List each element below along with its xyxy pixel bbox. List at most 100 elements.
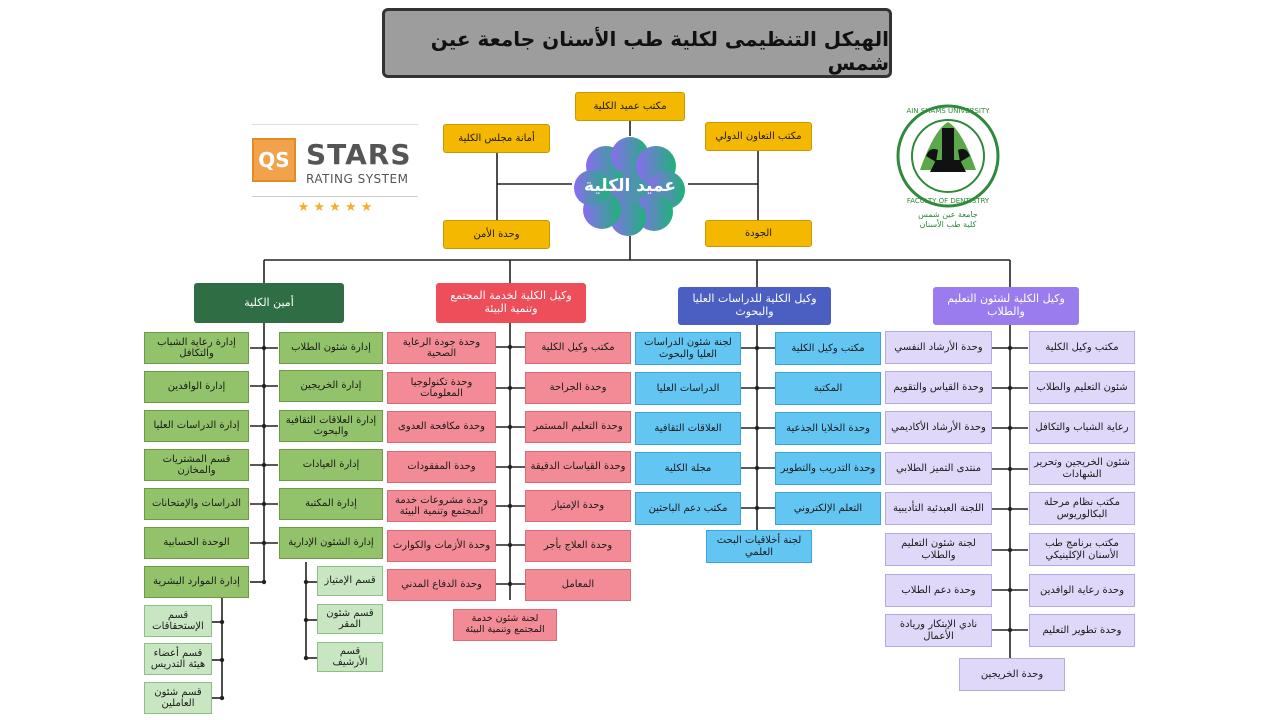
dean-node: عميد الكلية [572, 136, 688, 236]
junction-dot [219, 657, 225, 663]
education-right-box-3: رعاية الشباب والتكافل [1029, 411, 1135, 444]
community-left-box-2: وحدة تكنولوجيا المعلومات [387, 372, 496, 404]
secretary-outer-box-7: إدارة الموارد البشرية [144, 566, 249, 598]
secretary-outer-box-2: إدارة الوافدين [144, 371, 249, 403]
community-right-box-5: وحدة الإمتياز [525, 490, 631, 522]
junction-dot [507, 464, 513, 470]
junction-dot [261, 540, 267, 546]
junction-dot [754, 345, 760, 351]
community-right-box-2: وحدة الجراحة [525, 372, 631, 404]
junction-dot [754, 425, 760, 431]
graduate-left-box-3: العلاقات الثقافية [635, 412, 741, 445]
junction-dot [1007, 547, 1013, 553]
graduate-header: وكيل الكلية للدراسات العليا والبحوث [678, 287, 831, 325]
faculty-of-dentistry-logo: AIN SHAMS UNIVERSITY FACULTY OF DENTISTR… [896, 104, 1000, 229]
secretary-outer-box-3: إدارة الدراسات العليا [144, 410, 249, 442]
secretary-outer-box-1: إدارة رعاية الشباب والتكافل [144, 332, 249, 364]
qs-star-row: ★ ★ ★ ★ ★ [252, 196, 418, 217]
secretary-outer-box-6: الوحدة الحسابية [144, 527, 249, 559]
community-committee-box: لجنة شئون خدمة المجتمع وتنمية البيئة [453, 609, 557, 641]
community-left-box-1: وحدة جودة الرعاية الصحية [387, 332, 496, 364]
education-left-box-1: وحدة الأرشاد النفسي [885, 331, 992, 364]
admin-sub-box-3: قسم الأرشيف [317, 642, 383, 672]
qs-stars-logo: QS STARS RATING SYSTEM ★ ★ ★ ★ ★ [252, 124, 418, 216]
secretary-header: أمين الكلية [194, 283, 344, 323]
education-left-box-5: اللجنة العبدئية التأديبية [885, 492, 992, 525]
junction-dot [507, 503, 513, 509]
education-right-box-4: شئون الخريجين وتحرير الشهادات [1029, 452, 1135, 485]
education-left-box-2: وحدة القياس والتقويم [885, 371, 992, 404]
junction-dot [1007, 587, 1013, 593]
junction-dot [303, 655, 309, 661]
community-left-box-6: وحدة الأزمات والكوارث [387, 530, 496, 562]
community-right-box-3: وحدة التعليم المستمر [525, 411, 631, 443]
junction-dot [261, 383, 267, 389]
intl-cooperation-box: مكتب التعاون الدولي [705, 122, 812, 151]
admin-sub-box-2: قسم شئون المقر [317, 604, 383, 634]
secretary-inner-box-1: إدارة شئون الطلاب [279, 332, 383, 364]
community-header: وكيل الكلية لخدمة المجتمع وتنمية البيئة [436, 283, 586, 323]
education-left-box-6: لجنة شئون التعليم والطلاب [885, 533, 992, 566]
education-right-box-7: وحدة رعاية الوافدين [1029, 574, 1135, 607]
graduates-unit-box: وحدة الخريجين [959, 658, 1065, 691]
junction-dot [754, 385, 760, 391]
chart-title: الهيكل التنظيمى لكلية طب الأسنان جامعة ع… [382, 8, 892, 78]
qs-wordmark: STARS [306, 138, 412, 171]
junction-dot [303, 579, 309, 585]
junction-dot [1007, 466, 1013, 472]
graduate-right-box-2: المكتبة [775, 372, 881, 405]
logo-arc-bottom: FACULTY OF DENTISTRY [907, 197, 990, 205]
education-right-box-1: مكتب وكيل الكلية [1029, 331, 1135, 364]
hr-sub-box-2: قسم أعضاء هيئة التدريس [144, 643, 212, 675]
logo-arabic-line2: كلية طب الأسنان [920, 219, 977, 229]
junction-dot [261, 501, 267, 507]
junction-dot [1007, 425, 1013, 431]
hr-sub-box-1: قسم الإستحقاقات [144, 605, 212, 637]
dean-cloud-shape [574, 137, 685, 236]
admin-sub-box-1: قسم الإمتياز [317, 566, 383, 596]
graduate-right-box-4: وحدة التدريب والتطوير [775, 452, 881, 485]
junction-dot [219, 619, 225, 625]
community-left-box-4: وحدة المفقودات [387, 451, 496, 483]
education-left-box-8: نادي الإبتكار وريادة الأعمال [885, 614, 992, 647]
dean-office-box: مكتب عميد الكلية [575, 92, 685, 121]
junction-dot [261, 579, 267, 585]
junction-dot [1007, 385, 1013, 391]
community-right-box-6: وحدة العلاج بأجر [525, 530, 631, 562]
junction-dot [1007, 345, 1013, 351]
graduate-left-box-4: مجلة الكلية [635, 452, 741, 485]
junction-dot [754, 505, 760, 511]
junction-dot [507, 581, 513, 587]
junction-dot [1007, 506, 1013, 512]
junction-dot [507, 424, 513, 430]
education-right-box-5: مكتب نظام مرحلة البكالوريوس [1029, 492, 1135, 525]
community-left-box-7: وحدة الدفاع المدني [387, 569, 496, 601]
junction-dot [261, 423, 267, 429]
security-unit-box: وحدة الأمن [443, 220, 550, 249]
council-secretariat-box: أمانة مجلس الكلية [443, 124, 550, 153]
qs-tagline: RATING SYSTEM [306, 172, 409, 186]
community-right-box-1: مكتب وكيل الكلية [525, 332, 631, 364]
junction-dot [507, 344, 513, 350]
community-right-box-7: المعامل [525, 569, 631, 601]
qs-mark: QS [252, 138, 296, 182]
junction-dot [219, 695, 225, 701]
research-ethics-committee-box: لجنة أخلاقيات البحث العلمي [706, 530, 812, 563]
junction-dot [261, 462, 267, 468]
graduate-left-box-1: لجنة شئون الدراسات العليا والبحوث [635, 332, 741, 365]
secretary-inner-box-5: إدارة المكتبة [279, 488, 383, 520]
community-right-box-4: وحدة القياسات الدقيقة [525, 451, 631, 483]
logo-arc-top: AIN SHAMS UNIVERSITY [906, 107, 990, 115]
logo-arabic-line1: جامعة عين شمس [918, 210, 978, 219]
graduate-right-box-3: وحدة الخلايا الجذعية [775, 412, 881, 445]
graduate-left-box-2: الدراسات العليا [635, 372, 741, 405]
education-right-box-8: وحدة تطوير التعليم [1029, 614, 1135, 647]
junction-dot [261, 345, 267, 351]
secretary-inner-box-3: إدارة العلاقات الثقافية والبحوث [279, 410, 383, 442]
secretary-inner-box-2: إدارة الخريجين [279, 370, 383, 402]
graduate-left-box-5: مكتب دعم الباحثين [635, 492, 741, 525]
junction-dot [1007, 627, 1013, 633]
secretary-inner-box-4: إدارة العيادات [279, 449, 383, 481]
education-left-box-3: وحدة الأرشاد الأكاديمي [885, 411, 992, 444]
